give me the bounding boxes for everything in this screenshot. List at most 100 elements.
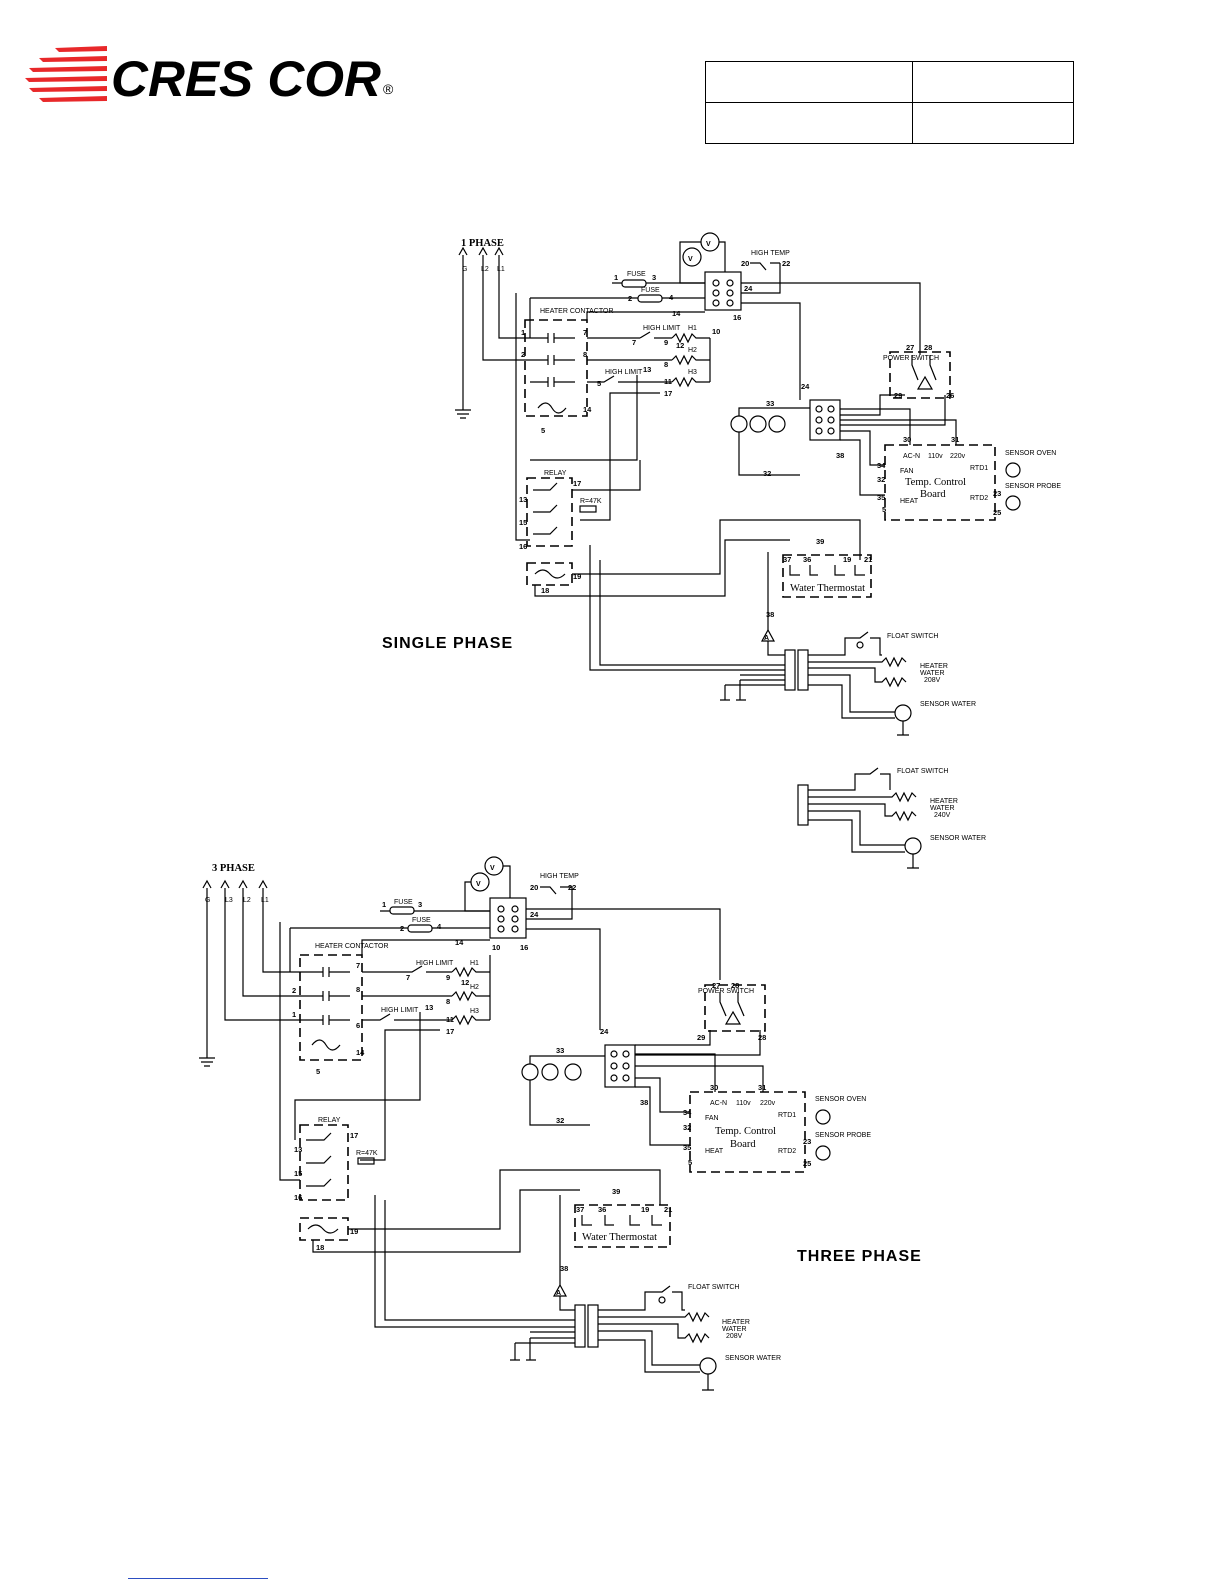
wire-number: 17	[573, 479, 581, 488]
brand-name: CRES COR	[111, 51, 381, 107]
fan-label: FAN	[705, 1115, 719, 1122]
wire-number: 13	[643, 365, 651, 374]
heater-water-label: WATER	[920, 670, 945, 677]
fuse-label: FUSE	[394, 899, 413, 906]
l3-line	[224, 888, 305, 1021]
wire-number: 30	[710, 1083, 718, 1092]
ammeter-label: A	[764, 635, 769, 642]
wire-number: 8	[583, 350, 587, 359]
high-limit-label: HIGH LIMIT	[416, 960, 454, 967]
heater-water-label: HEATER	[722, 1319, 750, 1326]
wire-number: 25	[993, 508, 1001, 517]
heater-elements: HIGH LIMIT H1 H2 HIGH LIMIT H3 7 9 10 12…	[530, 325, 720, 521]
power-switch-box	[889, 351, 951, 399]
table-row	[705, 61, 1074, 103]
element-label: H1	[688, 325, 697, 332]
wire-number: 38	[836, 451, 844, 460]
wire-number: 4	[437, 922, 442, 931]
contact-1	[530, 333, 575, 343]
resistor-label: R=47K	[580, 498, 602, 505]
wire-number: 16	[294, 1193, 302, 1202]
board-box	[884, 444, 996, 521]
wire-number: 20	[530, 883, 538, 892]
power-switch-label: POWER SWITCH	[698, 988, 754, 995]
section-label: THREE PHASE	[797, 1248, 922, 1265]
terminal-block	[489, 897, 527, 939]
wire-number: 16	[733, 313, 741, 322]
power-switch: POWER SWITCH 27 28 29 26	[840, 343, 954, 426]
relay-coil	[307, 1224, 339, 1234]
water-thermostat: Water Thermostat 37 36 19 21 39	[782, 537, 872, 598]
lamp-terminal	[809, 399, 841, 441]
water-thermostat-label: Water Thermostat	[582, 1232, 657, 1243]
wire-number: 4	[669, 293, 674, 302]
table-cell	[705, 102, 913, 144]
lamp	[749, 415, 767, 433]
sensor-ground	[907, 854, 919, 869]
wire-number: 3	[652, 273, 656, 282]
table-cell	[912, 102, 1074, 144]
ground-symbol	[199, 1057, 215, 1067]
board-wires	[635, 1053, 764, 1146]
water-lamp-wires	[559, 1195, 575, 1311]
wire-number: 33	[766, 399, 774, 408]
float	[658, 1296, 666, 1304]
logo-stripe	[39, 96, 107, 102]
wire-number: 8	[356, 985, 360, 994]
wire-supply	[515, 293, 531, 541]
line-label-l2: L2	[243, 897, 251, 904]
wire-number: 32	[877, 475, 885, 484]
sensor-oven	[815, 1109, 831, 1125]
power-lamp	[724, 1010, 742, 1025]
power-wires	[635, 1030, 761, 1056]
voltmeter-wires	[464, 865, 511, 912]
ground-symbol	[455, 409, 471, 419]
relay: RELAY R=47K 17 13 15 16 19 18	[294, 1117, 661, 1253]
wire-number: 27	[906, 343, 914, 352]
footer-link-rule	[128, 1578, 268, 1579]
high-limit-1	[587, 331, 672, 339]
voltmeter-label: V	[706, 241, 711, 248]
l2-line	[242, 888, 305, 997]
heater-contactor: HEATER CONTACTOR 2 1 7 8 6 14 5	[292, 943, 389, 1076]
water-lamp-wires	[767, 552, 785, 656]
contact-3	[305, 1015, 350, 1025]
wire-number: 10	[492, 943, 500, 952]
board-label: Board	[920, 489, 946, 500]
wire-number: 2	[292, 986, 296, 995]
contactor-coil	[537, 402, 567, 414]
wire-14	[361, 939, 490, 955]
wire-number: 2	[521, 350, 525, 359]
sensor-oven	[1005, 462, 1021, 478]
line-label-l3: L3	[225, 897, 233, 904]
voltmeter-wires	[679, 241, 726, 284]
fuse-label: FUSE	[412, 917, 431, 924]
wire-number: 5	[882, 505, 886, 514]
power-switch: POWER SWITCH 27 28 29 28	[635, 981, 766, 1056]
wire-number: 18	[316, 1243, 324, 1252]
wire-number: 23	[803, 1137, 811, 1146]
wire-number: 27	[712, 981, 720, 990]
wire-number: 13	[519, 495, 527, 504]
high-temp-switch	[741, 262, 781, 294]
wire-number: 36	[803, 555, 811, 564]
heater-contactor: HEATER CONTACTOR 1 2 7 8 14 5	[521, 308, 614, 435]
wire-number: 24	[801, 382, 810, 391]
logo-stripe	[29, 66, 107, 72]
ground-wires	[514, 1331, 575, 1360]
supply-lines: G L3 L2 L1	[199, 879, 305, 1067]
wire-number: 24	[600, 1027, 609, 1036]
wire-number: 1	[382, 900, 386, 909]
line-label-l1: L1	[261, 897, 269, 904]
sensor-probe	[815, 1145, 831, 1161]
wire-number: 15	[294, 1169, 302, 1178]
wire-number: 21	[664, 1205, 672, 1214]
water-circuit: 38 A FLOAT SWITCH HEATER WATER 208V SENS…	[374, 1195, 781, 1391]
wire-number: 5	[316, 1067, 320, 1076]
wire-number: 17	[446, 1027, 454, 1036]
line-label-g: G	[205, 897, 210, 904]
board-wires	[840, 408, 957, 496]
sensor-water-wires	[808, 674, 895, 719]
resistor-label: R=47K	[356, 1150, 378, 1157]
wire-number: 33	[556, 1046, 564, 1055]
